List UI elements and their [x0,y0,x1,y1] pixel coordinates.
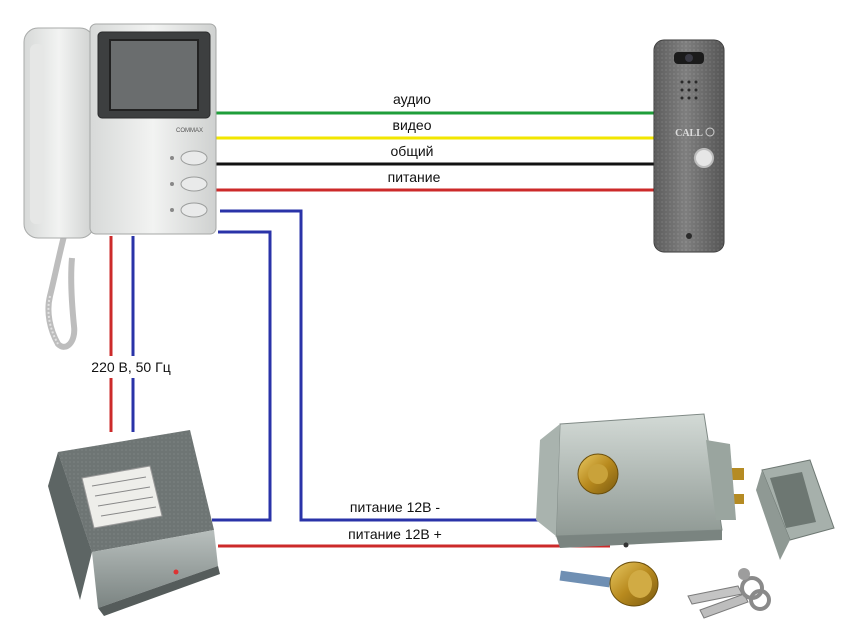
monitor-screen [110,40,198,110]
keys-icon [687,568,771,619]
label-power: питание [388,169,441,185]
monitor-button-talk[interactable] [180,150,208,166]
camera-icon [685,54,693,62]
spindle [559,570,611,588]
label-mains: 220 В, 50 Гц [91,359,170,375]
label-common: общий [391,143,434,159]
psu-label-sticker [81,465,163,529]
outdoor-call-panel: CALL [653,39,725,253]
handset-cord [45,235,78,350]
call-label: CALL [675,128,703,139]
electric-lock [536,413,835,619]
screw-icon [686,233,692,239]
monitor-button-door[interactable] [180,202,208,218]
intercom-monitor: COMMAX [23,23,217,350]
mains-label-bg [80,356,182,378]
wire-lock-minus [220,209,560,522]
monitor-button-monitor[interactable] [180,176,208,192]
label-video: видео [393,117,432,133]
bell-icon [705,127,715,137]
power-supply [48,430,220,616]
psu-base [92,530,218,608]
call-button[interactable] [694,148,714,168]
label-power-plus: питание 12В + [348,526,442,542]
brand-label: COMMAX [176,128,203,134]
lock-screw-icon [623,542,629,548]
label-audio: аудио [393,91,431,107]
wire-psu-return [212,230,272,522]
power-led-icon [173,569,179,575]
speaker-grille [680,80,698,100]
label-power-minus: питание 12В - [350,499,440,515]
